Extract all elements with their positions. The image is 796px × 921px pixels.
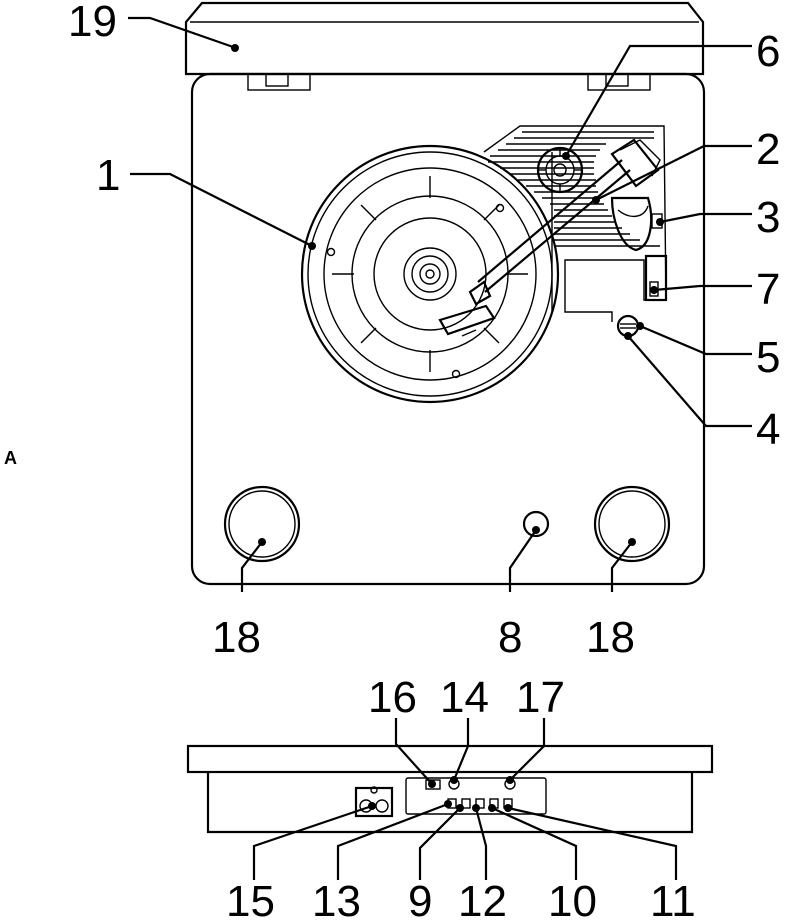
callout-5: 5: [756, 333, 780, 382]
callout-1: 1: [96, 151, 120, 200]
callout-11: 11: [650, 877, 696, 921]
callout-18-right: 18: [586, 613, 635, 662]
callout-9: 9: [408, 877, 432, 921]
platter: [302, 146, 558, 402]
turntable-base: [192, 74, 704, 584]
hinge-left: [248, 74, 310, 90]
callout-16: 16: [368, 673, 417, 722]
foot-left: [225, 487, 299, 561]
adapter-45rpm: [538, 148, 582, 192]
callout-13: 13: [312, 877, 361, 921]
callout-7: 7: [756, 265, 780, 314]
callout-12: 12: [458, 877, 507, 921]
callout-2: 2: [756, 125, 780, 174]
hinge-right: [588, 74, 650, 90]
callout-14: 14: [440, 673, 489, 722]
figure-label: A: [4, 448, 17, 468]
callout-10: 10: [548, 877, 597, 921]
callout-18-left: 18: [212, 613, 261, 662]
callout-6: 6: [756, 27, 780, 76]
callout-4: 4: [756, 405, 780, 454]
callout-8: 8: [498, 613, 522, 662]
callout-17: 17: [516, 673, 565, 722]
dust-cover-lid: [186, 3, 703, 74]
callout-19: 19: [68, 0, 117, 46]
callout-3: 3: [756, 193, 780, 242]
callout-15: 15: [226, 877, 275, 921]
foot-right: [595, 487, 669, 561]
callout-numbers: 19 1 6 2 3 7 5 4 18 8 18 16 14 17 15 13 …: [68, 0, 780, 921]
